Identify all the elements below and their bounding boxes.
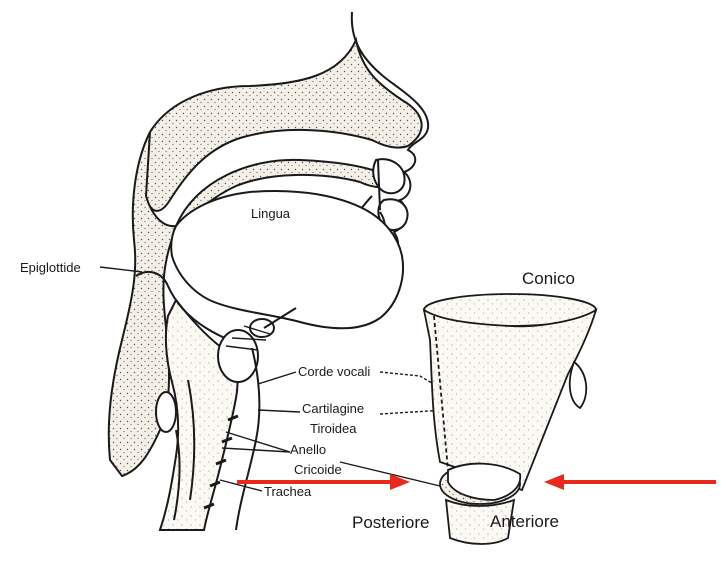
cartilage-oval xyxy=(156,392,176,432)
leader-corde-vocali xyxy=(258,372,296,384)
leader-cartilagine xyxy=(258,410,300,412)
hyoid xyxy=(250,319,274,337)
label-anteriore: Anteriore xyxy=(490,512,559,531)
label-anello: Anello xyxy=(290,442,326,457)
label-tiroidea: Tiroidea xyxy=(310,421,357,436)
label-cartilagine: Cartilagine xyxy=(302,401,364,416)
cone-wing xyxy=(570,362,587,408)
label-trachea: Trachea xyxy=(264,484,312,499)
larynx-cone xyxy=(424,294,596,544)
label-corde-vocali: Corde vocali xyxy=(298,364,370,379)
arrow-anterior-head xyxy=(544,474,564,490)
label-conico: Conico xyxy=(522,269,575,288)
cone-body xyxy=(424,310,596,490)
label-lingua: Lingua xyxy=(251,206,291,221)
label-cricoide: Cricoide xyxy=(294,462,342,477)
label-epiglottide: Epiglottide xyxy=(20,260,81,275)
head-section xyxy=(109,12,428,530)
label-posteriore: Posteriore xyxy=(352,513,429,532)
